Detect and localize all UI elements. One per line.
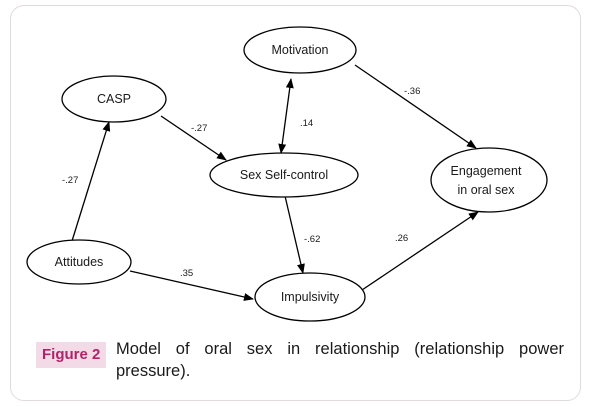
- node-label-impulsivity: Impulsivity: [281, 290, 340, 304]
- edge-label-casp-selfcontrol: -.27: [191, 123, 207, 134]
- edge-casp-selfcontrol: [160, 115, 227, 161]
- edge-label-motivation-selfcontrol: .14: [300, 118, 313, 129]
- edge-label-attitudes-casp: -.27: [62, 175, 78, 186]
- edge-motivation-selfcontrol: [278, 78, 294, 154]
- node-label-motivation: Motivation: [272, 43, 329, 57]
- edge-label-selfcontrol-impulsivity: -.62: [304, 234, 320, 245]
- caption-text: Model of oral sex in relationship (relat…: [116, 340, 564, 380]
- edge-selfcontrol-impulsivity: [284, 195, 305, 274]
- edge-attitudes-impulsivity: [129, 270, 254, 301]
- node-sex-self-control: Sex Self-control: [209, 152, 359, 198]
- node-attitudes: Attitudes: [26, 239, 132, 285]
- node-label-engagement-line1: Engagement: [451, 164, 522, 178]
- node-engagement: Engagement in oral sex: [430, 147, 548, 213]
- edge-attitudes-casp: [71, 121, 111, 242]
- node-casp: CASP: [61, 75, 167, 123]
- figure-number-badge: Figure 2: [36, 342, 107, 368]
- node-label-attitudes: Attitudes: [55, 255, 104, 269]
- node-impulsivity: Impulsivity: [254, 272, 366, 322]
- edge-motivation-engagement: [354, 64, 477, 149]
- edge-label-attitudes-impulsivity: .35: [180, 268, 193, 279]
- node-label-casp: CASP: [97, 92, 131, 106]
- edge-label-impulsivity-engagement: .26: [395, 233, 408, 244]
- edge-label-motivation-engagement: -.36: [404, 86, 420, 97]
- figure-frame: [10, 5, 581, 401]
- node-label-engagement-line2: in oral sex: [458, 183, 516, 197]
- node-motivation: Motivation: [243, 26, 357, 74]
- node-label-sex-self-control: Sex Self-control: [240, 168, 328, 182]
- edge-impulsivity-engagement: [361, 211, 479, 291]
